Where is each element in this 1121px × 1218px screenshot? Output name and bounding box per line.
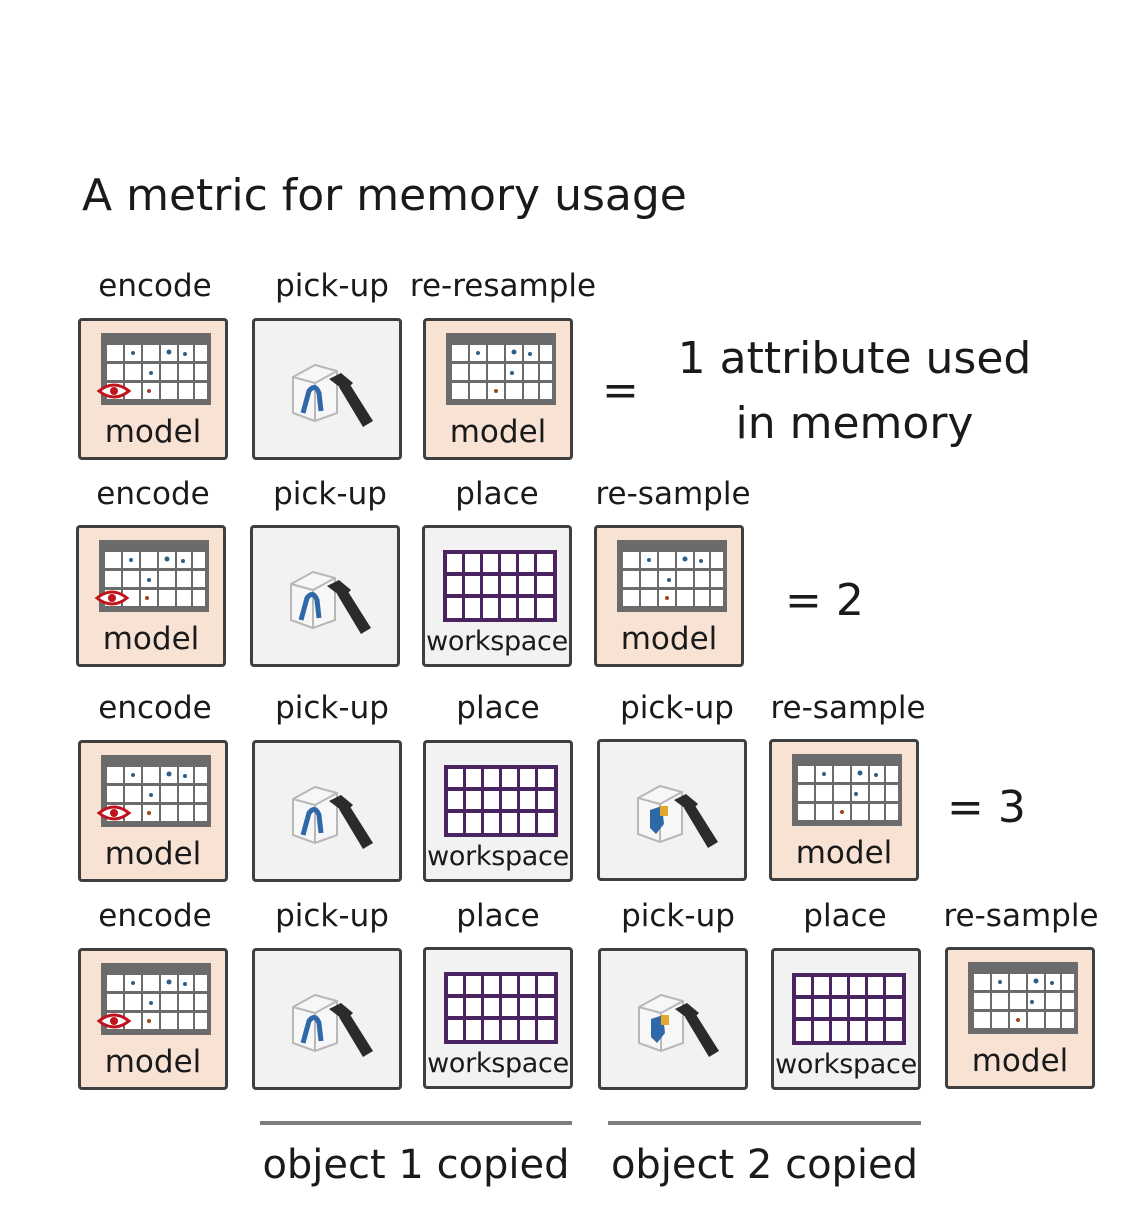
model-box: model	[78, 740, 228, 882]
box-caption: model	[449, 414, 547, 450]
workspace-box: workspace	[423, 740, 573, 882]
eye-icon	[96, 805, 132, 821]
box-caption: model	[104, 836, 202, 872]
step-label: re-resample	[409, 268, 597, 304]
model-panel-icon	[968, 962, 1078, 1034]
workspace-grid-icon	[444, 765, 558, 837]
step-label: pick-up	[621, 898, 735, 934]
vr-controller-icon	[292, 993, 373, 1057]
object-2-underline	[608, 1121, 921, 1125]
box-caption: workspace	[426, 626, 568, 657]
model-box: model	[78, 318, 228, 460]
pickup-box	[250, 525, 400, 667]
vr-controller-icon	[637, 784, 718, 848]
object-1-underline	[260, 1121, 572, 1125]
result-text-line-2: in memory	[735, 398, 974, 449]
step-label: pick-up	[273, 476, 387, 512]
pickup-box	[598, 948, 748, 1090]
workspace-box: workspace	[771, 948, 921, 1090]
box-caption: model	[104, 1044, 202, 1080]
model-box: model	[769, 739, 919, 881]
object-1-label: object 1 copied	[262, 1142, 570, 1188]
workspace-grid-icon	[792, 973, 906, 1045]
box-caption: workspace	[427, 1048, 569, 1079]
pickup-box	[597, 739, 747, 881]
result-text-line-1: 1 attribute used	[677, 333, 1032, 384]
box-caption: model	[102, 621, 200, 657]
step-label: pick-up	[275, 268, 389, 304]
step-label: re-sample	[595, 476, 751, 512]
step-label: pick-up	[275, 898, 389, 934]
diagram-title: A metric for memory usage	[82, 170, 687, 221]
result-value: = 2	[785, 575, 864, 626]
step-label: place	[455, 476, 539, 512]
object-2-label: object 2 copied	[610, 1142, 919, 1188]
pickup-box	[252, 948, 402, 1090]
pickup-box	[252, 318, 402, 460]
step-label: re-sample	[770, 690, 926, 726]
step-label: pick-up	[620, 690, 734, 726]
step-label: place	[456, 690, 540, 726]
box-caption: model	[795, 835, 893, 871]
box-caption: workspace	[427, 841, 569, 872]
model-panel-icon	[792, 754, 902, 826]
vr-controller-icon	[638, 993, 719, 1057]
model-box: model	[76, 525, 226, 667]
box-caption: model	[620, 621, 718, 657]
eye-icon	[94, 590, 130, 606]
box-caption: workspace	[775, 1049, 917, 1080]
vr-controller-icon	[292, 363, 373, 427]
model-box: model	[78, 948, 228, 1090]
workspace-grid-icon	[444, 972, 558, 1044]
pickup-box	[252, 740, 402, 882]
step-label: encode	[98, 268, 212, 304]
model-box: model	[423, 318, 573, 460]
model-box: model	[594, 525, 744, 667]
equals-sign: =	[602, 365, 639, 416]
step-label: re-sample	[943, 898, 1099, 934]
step-label: encode	[96, 476, 210, 512]
model-panel-icon	[101, 755, 211, 827]
step-label: place	[456, 898, 540, 934]
model-panel-icon	[617, 540, 727, 612]
workspace-grid-icon	[443, 550, 557, 622]
workspace-box: workspace	[422, 525, 572, 667]
box-caption: model	[971, 1043, 1069, 1079]
eye-icon	[96, 1013, 132, 1029]
box-caption: model	[104, 414, 202, 450]
model-box: model	[945, 947, 1095, 1089]
step-label: encode	[98, 898, 212, 934]
step-label: place	[803, 898, 887, 934]
workspace-box: workspace	[423, 947, 573, 1089]
eye-icon	[96, 383, 132, 399]
vr-controller-icon	[290, 570, 371, 634]
result-value: = 3	[947, 782, 1026, 833]
vr-controller-icon	[292, 785, 373, 849]
step-label: pick-up	[275, 690, 389, 726]
step-label: encode	[98, 690, 212, 726]
model-panel-icon	[446, 333, 556, 405]
